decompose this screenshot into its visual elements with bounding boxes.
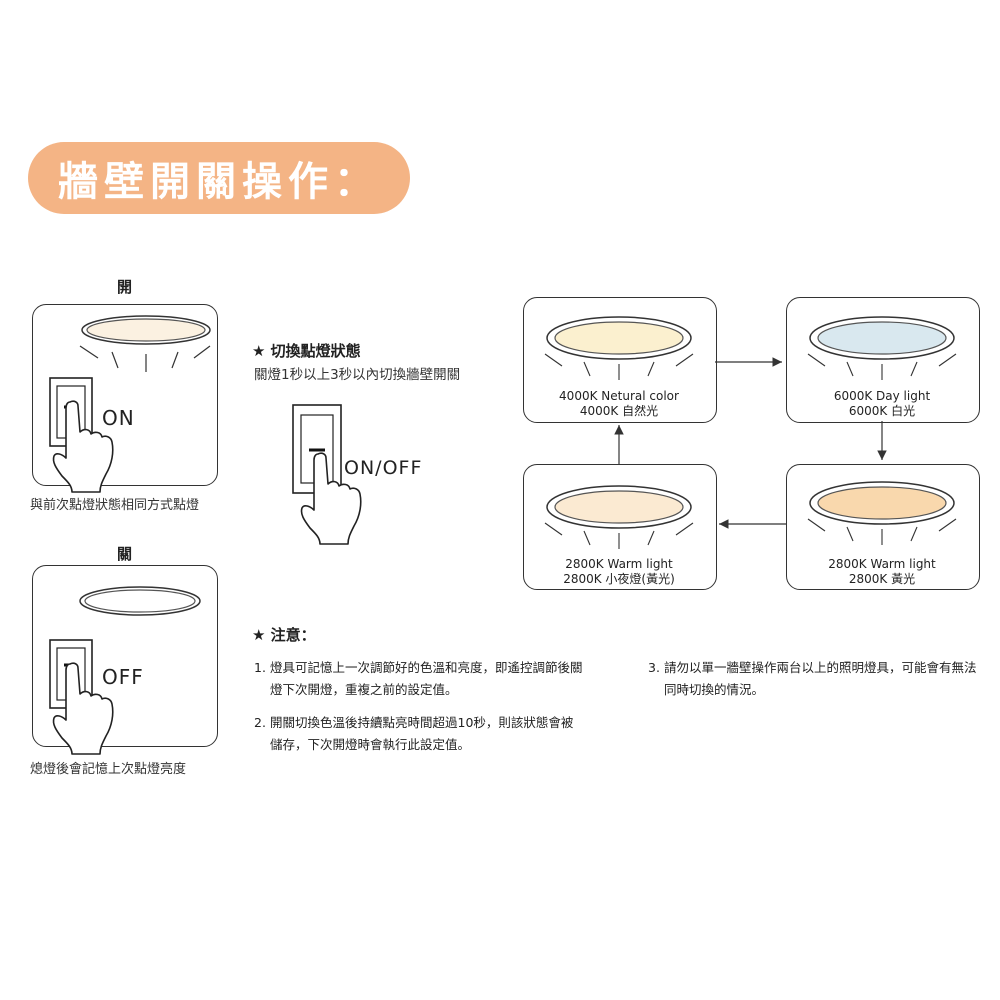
state-caption-6000k: 6000K Day light 6000K 白光 (786, 389, 978, 419)
state-caption-line2: 4000K 自然光 (523, 404, 715, 419)
state-caption-line2: 2800K 黃光 (786, 572, 978, 587)
on-caption: 與前次點燈狀態相同方式點燈 (30, 494, 199, 513)
state-caption-line2: 6000K 白光 (786, 404, 978, 419)
on-heading: 開 (117, 276, 132, 297)
note-text: 燈具可記憶上一次調節好的色溫和亮度，即遙控調節後關燈下次開燈，重複之前的設定值。 (270, 657, 584, 701)
off-heading: 關 (117, 543, 132, 564)
note-text: 開關切換色溫後持續點亮時間超過10秒，則該狀態會被儲存，下次開燈時會執行此設定值… (270, 712, 584, 756)
state-caption-line1: 6000K Day light (786, 389, 978, 404)
state-caption-4000k: 4000K Netural color 4000K 自然光 (523, 389, 715, 419)
state-caption-2800k: 2800K Warm light 2800K 黃光 (786, 557, 978, 587)
toggle-heading: ★ 切換點燈狀態 (252, 340, 361, 361)
note-number: 2. (254, 712, 266, 734)
state-caption-2800k-night: 2800K Warm light 2800K 小夜燈(黃光) (523, 557, 715, 587)
state-caption-line1: 4000K Netural color (523, 389, 715, 404)
on-label: ON (102, 406, 135, 430)
notes-heading: ★ 注意： (252, 624, 316, 645)
page-title-banner: 牆壁開關操作： (28, 142, 410, 214)
page-title: 牆壁開關操作： (58, 149, 380, 207)
note-number: 3. (648, 657, 660, 679)
note-number: 1. (254, 657, 266, 679)
note-item-2: 2. 開關切換色溫後持續點亮時間超過10秒，則該狀態會被儲存，下次開燈時會執行此… (254, 712, 584, 756)
state-caption-line2: 2800K 小夜燈(黃光) (523, 572, 715, 587)
state-caption-line1: 2800K Warm light (786, 557, 978, 572)
note-item-1: 1. 燈具可記憶上一次調節好的色溫和亮度，即遙控調節後關燈下次開燈，重複之前的設… (254, 657, 584, 701)
note-text: 請勿以單一牆壁操作兩台以上的照明燈具，可能會有無法同時切換的情況。 (664, 657, 978, 701)
toggle-switch-label: ON/OFF (344, 457, 422, 479)
off-label: OFF (102, 665, 144, 689)
toggle-description: 關燈1秒以上3秒以內切換牆壁開關 (254, 363, 460, 383)
off-caption: 熄燈後會記憶上次點燈亮度 (30, 758, 186, 777)
state-caption-line1: 2800K Warm light (523, 557, 715, 572)
on-panel (32, 304, 218, 486)
note-item-3: 3. 請勿以單一牆壁操作兩台以上的照明燈具，可能會有無法同時切換的情況。 (648, 657, 978, 701)
off-panel (32, 565, 218, 747)
